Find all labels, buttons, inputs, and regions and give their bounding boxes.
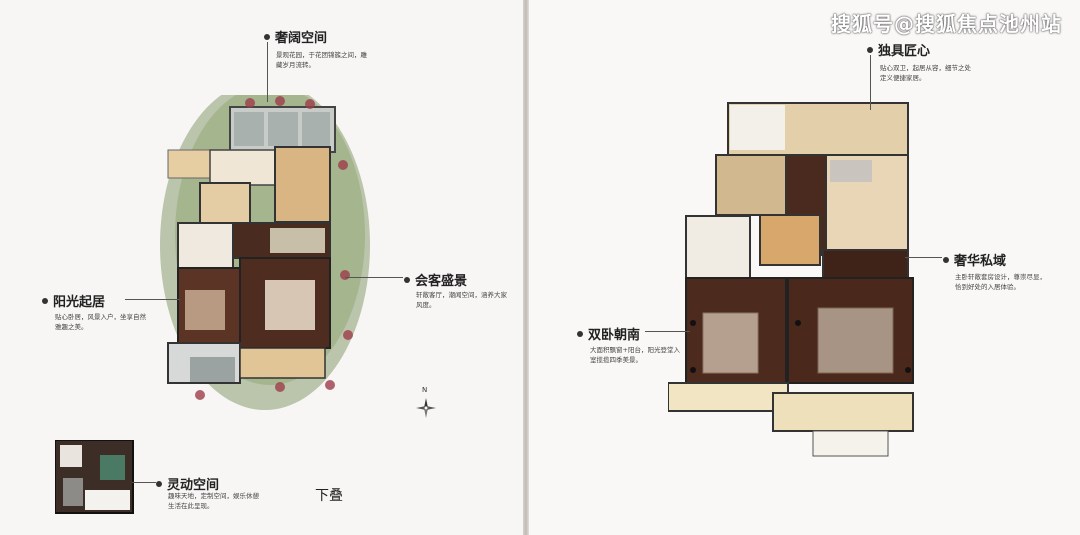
leader-line	[645, 331, 690, 332]
book-spine	[523, 0, 529, 535]
room-label-luxury-space: 奢阔空间	[264, 27, 327, 46]
room-desc: 趣味天地，定制空间，娱乐休憩生活在此呈现。	[168, 492, 259, 510]
leader-line	[870, 55, 871, 110]
bullet-icon	[577, 330, 583, 337]
room-desc: 轩敞客厅，潮闻空间，涵养大家风度。	[416, 291, 507, 309]
watermark: 搜狐号@搜狐焦点池州站	[831, 12, 1062, 36]
upper-floor-plan	[668, 102, 914, 457]
compass-north-label: N	[422, 386, 428, 394]
room-title: 灵动空间	[167, 478, 220, 493]
room-title: 双卧朝南	[588, 328, 641, 343]
lower-floor-plan	[160, 95, 370, 410]
room-title: 奢华私域	[954, 254, 1007, 269]
room-label-flexible-space: 灵动空间	[156, 474, 219, 493]
bullet-icon	[42, 297, 48, 304]
bullet-icon	[156, 480, 162, 487]
leader-line	[132, 482, 156, 483]
compass-icon	[416, 398, 436, 418]
room-title: 奢阔空间	[275, 31, 328, 46]
floor-label: 下叠	[315, 488, 343, 504]
room-desc: 景观花园，于花团锦簇之间，雕藏岁月流转。	[276, 51, 367, 69]
leader-line	[905, 257, 942, 258]
room-desc: 贴心双卫，起居从容，细节之处定义便捷家居。	[880, 64, 971, 82]
room-title: 会客盛景	[415, 274, 468, 289]
room-label-private-suite: 奢华私域	[943, 250, 1006, 269]
attic-plan	[55, 440, 134, 514]
leader-line	[125, 299, 180, 300]
room-label-craftsmanship: 独具匠心	[867, 40, 930, 59]
bullet-icon	[264, 33, 270, 40]
bullet-icon	[404, 276, 410, 283]
room-label-two-bedrooms-south: 双卧朝南	[577, 324, 640, 343]
room-desc: 主卧轩敞套房设计，尊崇尽显，恰到好处的入居体验。	[955, 273, 1046, 291]
room-label-reception: 会客盛景	[404, 270, 467, 289]
room-desc: 大面积飘窗+阳台，阳光登堂入室揽揽四季美景。	[590, 346, 680, 364]
room-desc: 贴心卧居，风景入户，坐享自然雅趣之美。	[55, 313, 146, 331]
right-page	[529, 0, 1080, 535]
bullet-icon	[867, 46, 873, 53]
leader-line	[267, 42, 268, 102]
room-title: 阳光起居	[53, 295, 106, 310]
room-title: 独具匠心	[878, 44, 931, 59]
bullet-icon	[943, 256, 949, 263]
room-label-sunlight-living: 阳光起居	[42, 291, 105, 310]
leader-line	[345, 277, 403, 278]
